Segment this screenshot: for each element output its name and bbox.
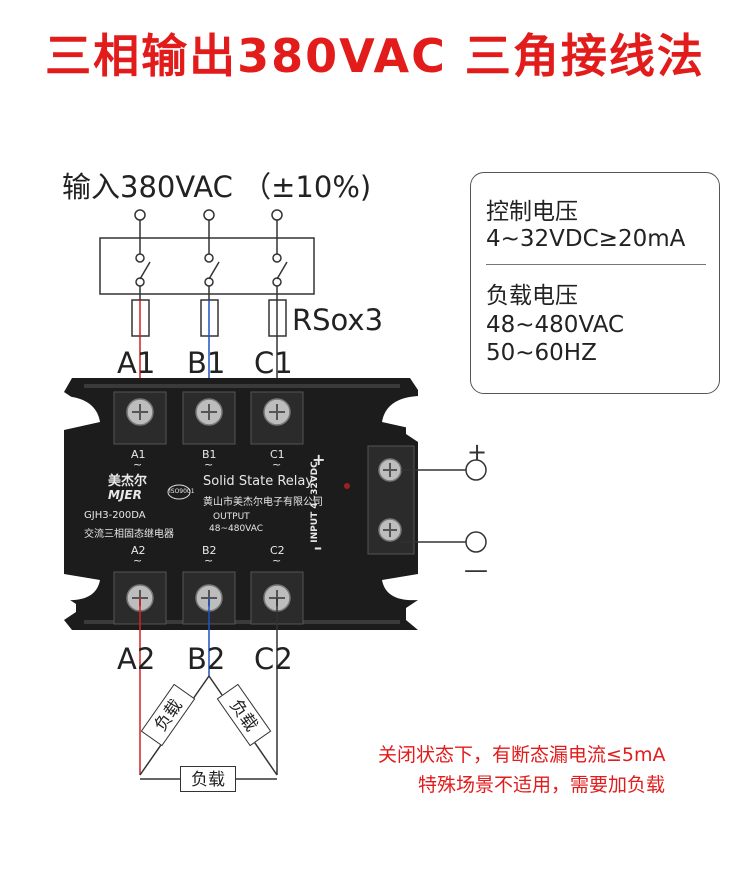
fuse-label: RSox3 (292, 303, 384, 337)
input-terminals (134, 209, 283, 221)
relay-tilde-a2: ~ (133, 554, 143, 567)
spec-load-label: 负载电压 (486, 283, 578, 309)
relay-body (64, 378, 418, 630)
terminal-label-a1: A1 (117, 346, 156, 380)
control-minus-sign: — (464, 556, 488, 584)
relay-output-range: 48~480VAC (209, 524, 264, 534)
relay-cert-badge: ISO9001 (169, 488, 195, 495)
relay-brand-cn: 美杰尔 (108, 474, 148, 489)
relay-label-b2: B2 (202, 544, 217, 557)
spec-box (470, 172, 720, 394)
relay-label-a2: A2 (131, 544, 146, 557)
breaker-box (99, 237, 315, 295)
terminal-label-c1: C1 (254, 346, 293, 380)
input-terminal-b (203, 209, 215, 221)
spec-control-value: 4~32VDC≥20mA (486, 226, 686, 252)
control-terminal-plus (465, 459, 487, 481)
relay-label-b1: B1 (202, 448, 217, 461)
control-terminal-minus (465, 531, 487, 553)
terminal-label-a2: A2 (117, 642, 156, 676)
relay-product-name: Solid State Relay (203, 474, 314, 489)
relay-minus-mark: – (314, 538, 322, 557)
relay-brand-en: MJER (108, 488, 142, 502)
breaker-switches (135, 253, 288, 287)
relay-label-c1: C1 (270, 448, 285, 461)
control-plus-sign: + (467, 438, 488, 466)
input-terminal-a (134, 209, 146, 221)
relay-tilde-b2: ~ (204, 554, 214, 567)
page-title: 三相输出380VAC 三角接线法 (45, 29, 705, 83)
relay-model: GJH3-200DA (84, 510, 146, 521)
spec-load-value-2: 50~60HZ (486, 340, 597, 366)
note-special: 特殊场景不适用，需要加负载 (418, 774, 666, 796)
terminal-label-c2: C2 (254, 642, 293, 676)
relay-input-range: INPUT 4~32VDC (310, 461, 320, 543)
relay-model-desc: 交流三相固态继电器 (84, 529, 174, 540)
relay-tilde-b1: ~ (204, 458, 214, 471)
spec-divider (486, 264, 706, 265)
relay-label-c2: C2 (270, 544, 285, 557)
input-terminal-c (271, 209, 283, 221)
relay-plus-mark: + (312, 450, 326, 469)
spec-control-label: 控制电压 (486, 199, 578, 225)
relay-tilde-c2: ~ (272, 554, 282, 567)
relay-tilde-a1: ~ (133, 458, 143, 471)
terminal-label-b1: B1 (187, 346, 226, 380)
control-wiring (401, 459, 487, 553)
relay-tilde-c1: ~ (272, 458, 282, 471)
note-leakage: 关闭状态下，有断态漏电流≤5mA (378, 744, 666, 766)
relay-label-a1: A1 (131, 448, 146, 461)
load-box-bottom: 负载 (180, 766, 236, 792)
terminal-label-b2: B2 (187, 642, 226, 676)
spec-load-value-1: 48~480VAC (486, 312, 625, 338)
relay-company: 黄山市美杰尔电子有限公司 (203, 497, 323, 508)
input-voltage-label: 输入380VAC （±10%) (62, 170, 372, 204)
relay-output-label: OUTPUT (213, 512, 250, 522)
